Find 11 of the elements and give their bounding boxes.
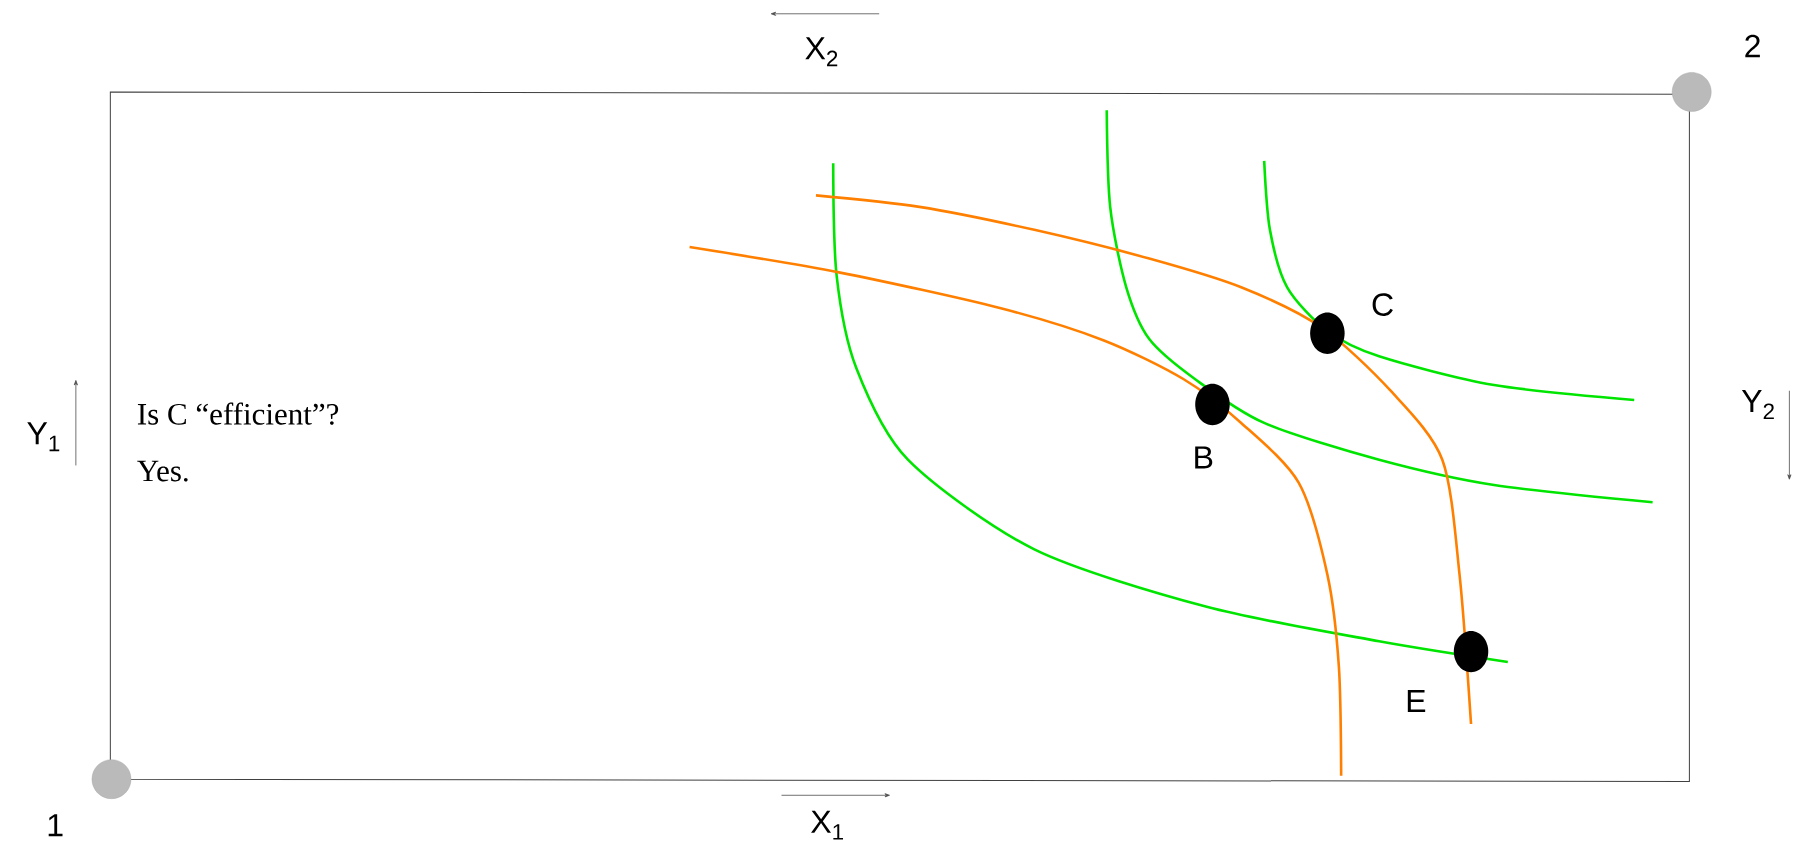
- point-label: C: [1372, 293, 1393, 316]
- axis-label: Y$_{2}$: [1741, 389, 1774, 419]
- corner-number: 2: [1745, 34, 1760, 58]
- point-label: B: [1195, 446, 1213, 469]
- axis-label: Y$_{1}$: [27, 422, 60, 452]
- question-text: Is C “efficient”?: [137, 402, 339, 425]
- axis-label: X$_{1}$: [811, 810, 843, 840]
- point-label: E: [1407, 689, 1426, 712]
- answer-text: Yes.: [137, 460, 188, 482]
- axis-label: X$_{2}$: [805, 37, 838, 67]
- corner-number: 1: [48, 814, 63, 837]
